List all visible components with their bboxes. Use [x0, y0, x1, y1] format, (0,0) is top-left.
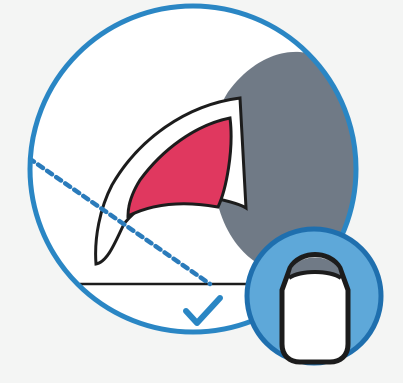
nail-cross-section-icon	[247, 229, 381, 363]
